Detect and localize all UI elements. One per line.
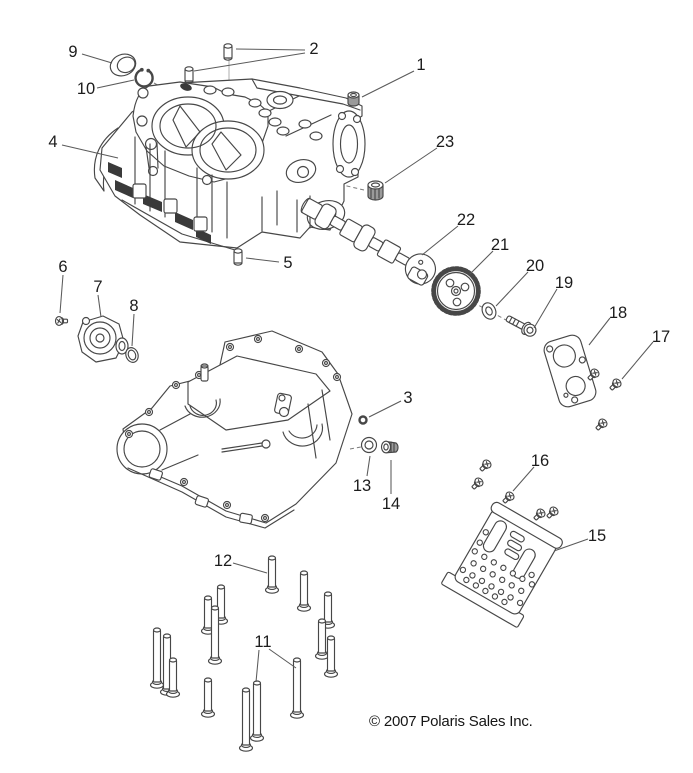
pan-head-screw xyxy=(546,506,559,519)
oil-baffle-15 xyxy=(441,501,563,628)
crankcase-bolt xyxy=(238,687,254,752)
crankcase-bolt xyxy=(159,633,175,696)
plug-23 xyxy=(367,180,384,201)
leader-line-2 xyxy=(193,52,306,72)
crankcase-bolt xyxy=(207,605,223,665)
leader-line-10 xyxy=(96,79,135,89)
leader-line-8 xyxy=(131,313,135,347)
leader-line-11 xyxy=(268,648,297,669)
pan-head-screw xyxy=(471,477,484,490)
o-ring-8 xyxy=(125,347,139,363)
dowel-pin-2b xyxy=(184,66,194,84)
callout-18: 18 xyxy=(609,304,627,322)
bolt-19 xyxy=(505,315,537,337)
dowel-pin-5 xyxy=(233,248,243,266)
leader-line-11 xyxy=(255,649,260,683)
pan-head-screw xyxy=(595,418,608,431)
crankcase-bolt xyxy=(249,680,265,742)
leader-line-23 xyxy=(384,147,438,184)
callout-6: 6 xyxy=(58,258,67,276)
callout-13: 13 xyxy=(353,477,371,495)
callout-1: 1 xyxy=(416,56,425,74)
callout-7: 7 xyxy=(93,278,102,296)
leader-line-5 xyxy=(245,257,280,263)
callout-9: 9 xyxy=(68,43,77,61)
pan-head-screw xyxy=(609,378,622,391)
washer-20 xyxy=(481,302,497,320)
leader-line-9 xyxy=(81,53,113,64)
crankcase-bolt xyxy=(200,677,216,718)
timing-gear-21 xyxy=(431,266,481,316)
crankcase-bolt xyxy=(296,570,312,612)
callout-23: 23 xyxy=(436,133,454,151)
copyright: © 2007 Polaris Sales Inc. xyxy=(369,713,533,730)
plug-9 xyxy=(109,53,137,77)
leader-line-20 xyxy=(495,271,529,307)
crankcase-bolt xyxy=(323,635,339,678)
dowel-pin-2a xyxy=(223,43,233,61)
leader-line-3 xyxy=(368,400,402,418)
leader-line-17 xyxy=(621,341,654,380)
leader-line-15 xyxy=(553,538,589,552)
crankcase-bolt xyxy=(149,627,165,689)
callout-8: 8 xyxy=(129,297,138,315)
bolt-layer xyxy=(149,555,339,752)
snap-ring-10 xyxy=(134,67,154,88)
leader-line-2 xyxy=(235,48,306,51)
callout-14: 14 xyxy=(382,495,400,513)
lower-crankcase xyxy=(116,330,353,529)
leader-line-22 xyxy=(421,225,459,256)
callout-4: 4 xyxy=(48,133,57,151)
crankcase-bolt xyxy=(289,657,305,719)
leader-line-18 xyxy=(588,317,611,346)
pan-head-screw xyxy=(479,459,492,472)
leader-line-21 xyxy=(469,250,494,275)
upper-crankcase xyxy=(93,78,366,251)
callout-15: 15 xyxy=(588,527,606,545)
leader-line-1 xyxy=(361,70,415,98)
screw-layer xyxy=(54,316,622,521)
pan-head-screw xyxy=(587,368,600,381)
callout-2: 2 xyxy=(309,40,318,58)
leader-line-7 xyxy=(97,294,102,318)
leader-line-4 xyxy=(61,144,119,159)
callout-11: 11 xyxy=(254,633,271,651)
washer-13 xyxy=(360,436,378,454)
pan-head-screw xyxy=(54,316,69,326)
crankcase-bolt xyxy=(314,618,330,660)
pan-head-screw xyxy=(502,491,515,504)
callout-12: 12 xyxy=(214,552,232,570)
crankcase-bolt xyxy=(264,555,280,594)
leader-line-6 xyxy=(59,274,64,314)
callout-16: 16 xyxy=(531,452,549,470)
leader-line-19 xyxy=(533,288,558,329)
crankcase-bolt xyxy=(165,657,181,698)
pan-head-screw xyxy=(533,508,546,521)
gasket-plate-18 xyxy=(543,334,597,408)
callout-22: 22 xyxy=(457,211,475,229)
callout-10: 10 xyxy=(77,80,95,98)
callout-5: 5 xyxy=(283,254,292,272)
o-ring-3 xyxy=(358,415,368,425)
leader-line-13 xyxy=(366,455,371,477)
leader-line-16 xyxy=(512,466,535,492)
callout-19: 19 xyxy=(555,274,573,292)
plug-1 xyxy=(347,91,360,107)
leader-line-12 xyxy=(232,562,268,574)
callout-17: 17 xyxy=(652,328,670,346)
callout-20: 20 xyxy=(526,257,544,275)
camshaft-22 xyxy=(300,197,437,286)
callout-3: 3 xyxy=(403,389,412,407)
oil-pump-7 xyxy=(77,315,129,363)
plug-14 xyxy=(380,440,399,454)
callout-21: 21 xyxy=(491,236,509,254)
